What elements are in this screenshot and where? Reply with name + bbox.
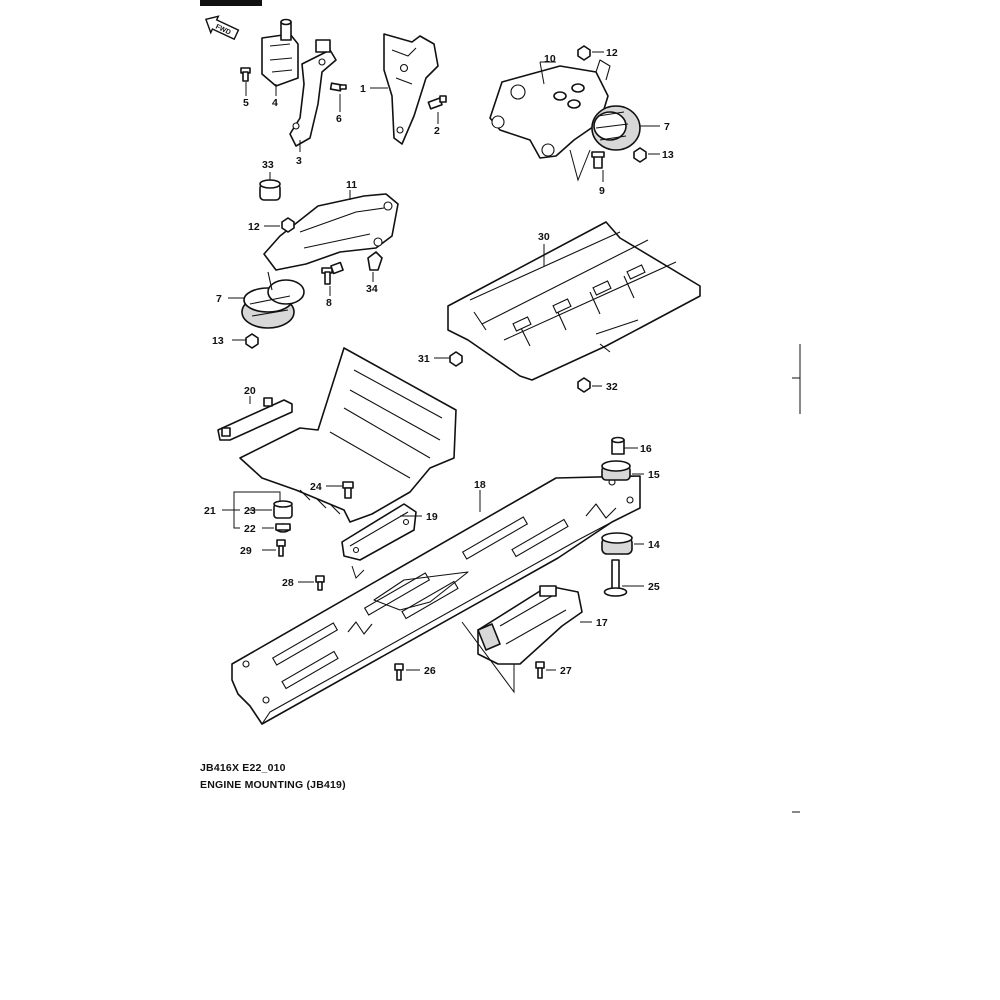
callout-19: 19 — [426, 511, 438, 523]
front-direction-arrow: FWD — [204, 15, 240, 41]
part-8-bolt — [321, 261, 344, 285]
part-5-bolt — [240, 67, 251, 82]
part-30-under-guard — [447, 221, 701, 381]
callout-7a: 7 — [664, 121, 670, 133]
cropped-header — [200, 0, 262, 6]
leader-17-frame — [461, 621, 515, 694]
part-31-bolt — [449, 351, 463, 367]
callout-31: 31 — [418, 353, 430, 365]
callout-4: 4 — [272, 97, 278, 109]
callout-26: 26 — [424, 665, 436, 677]
part-27-bolt — [535, 661, 545, 679]
margin-mark — [792, 344, 801, 414]
callout-32: 32 — [606, 381, 618, 393]
callout-10: 10 — [544, 53, 556, 65]
part-7-mount-rubber — [591, 105, 641, 151]
part-17-transmission-mount — [477, 585, 583, 665]
callout-25: 25 — [648, 581, 660, 593]
part-18-crossmember — [231, 475, 641, 725]
callout-34: 34 — [366, 283, 378, 295]
skid-plate — [239, 347, 457, 523]
leader-lines — [222, 51, 660, 671]
part-13-nut-2 — [245, 333, 259, 349]
callout-3: 3 — [296, 155, 302, 167]
diagram-title: ENGINE MOUNTING (JB419) — [200, 779, 346, 791]
part-3-bracket — [289, 39, 337, 147]
callout-29: 29 — [240, 545, 252, 557]
part-26-bolt — [394, 663, 404, 681]
callout-33: 33 — [262, 159, 274, 171]
callout-17: 17 — [596, 617, 608, 629]
callout-13b: 13 — [212, 335, 224, 347]
part-19-bracket — [341, 503, 417, 561]
part-34-clip — [367, 251, 383, 271]
callout-13a: 13 — [662, 149, 674, 161]
callout-22: 22 — [244, 523, 256, 535]
part-29-bolt — [276, 539, 286, 557]
callout-12a: 12 — [606, 47, 618, 59]
callout-28: 28 — [282, 577, 294, 589]
callout-24: 24 — [310, 481, 322, 493]
callout-14: 14 — [648, 539, 660, 551]
leader-dashed-10 — [569, 149, 591, 182]
part-4-bracket — [261, 18, 299, 87]
part-32-bolt — [577, 377, 591, 393]
callout-21: 21 — [204, 505, 216, 517]
part-9-bolt — [591, 151, 605, 169]
callout-30: 30 — [538, 231, 550, 243]
part-6-bolt — [329, 82, 347, 92]
callout-12b: 12 — [248, 221, 260, 233]
callout-27: 27 — [560, 665, 572, 677]
leader-19-frame — [351, 565, 365, 579]
part-16-spacer — [611, 436, 625, 455]
part-2-bolt — [427, 95, 447, 110]
part-1-bracket — [383, 33, 439, 145]
part-22-washer — [275, 523, 291, 533]
callout-9: 9 — [599, 185, 605, 197]
part-11-mount-bracket — [263, 193, 399, 271]
callout-8: 8 — [326, 297, 332, 309]
callout-18: 18 — [474, 479, 486, 491]
callout-23: 23 — [244, 505, 256, 517]
callout-6: 6 — [336, 113, 342, 125]
callout-20: 20 — [244, 385, 256, 397]
part-20-plate — [217, 397, 293, 441]
part-14-bushing — [601, 532, 633, 555]
part-12-nut-2 — [281, 217, 295, 233]
part-10-engine-bracket — [489, 59, 611, 159]
part-12-nut — [577, 45, 591, 61]
part-7-mount-rubber-2 — [241, 271, 305, 329]
callout-15: 15 — [648, 469, 660, 481]
part-28-bolt — [315, 575, 325, 591]
part-15-bushing — [601, 460, 631, 481]
diagram-code: JB416X E22_010 — [200, 762, 286, 774]
callout-5: 5 — [243, 97, 249, 109]
part-24-bolt — [342, 481, 354, 499]
callout-1: 1 — [360, 83, 366, 95]
callout-16: 16 — [640, 443, 652, 455]
callout-11: 11 — [346, 179, 357, 191]
part-25-bolt — [603, 559, 628, 597]
callout-labels: 1 2 3 4 5 6 7 7 8 9 10 11 12 12 13 13 14… — [204, 47, 674, 677]
callout-2: 2 — [434, 125, 440, 137]
callout-7b: 7 — [216, 293, 222, 305]
part-33-cushion — [259, 179, 281, 201]
part-13-nut — [633, 147, 647, 163]
part-23-cushion — [273, 500, 293, 519]
